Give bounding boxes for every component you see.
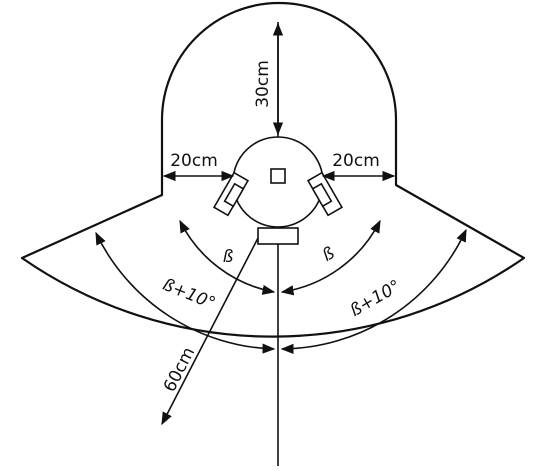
radius-label: 60cm <box>160 344 199 395</box>
left-sensor-inner <box>223 182 245 208</box>
top-distance-label: 30cm <box>253 60 273 108</box>
outer-angle-arc-left <box>95 231 276 354</box>
outer-angle-label-left: ß+10° <box>160 275 219 314</box>
right-sensor-inner <box>311 182 333 208</box>
radius-arrow <box>161 237 259 426</box>
device-center-square <box>270 168 286 184</box>
outer-angle-label-right: ß+10° <box>347 276 405 321</box>
left-distance-label: 20cm <box>170 151 218 171</box>
right-distance-label: 20cm <box>332 151 380 171</box>
bottom-sensor <box>257 227 299 245</box>
inner-angle-label-left: ß <box>223 247 234 267</box>
inner-angle-label-right: ß <box>319 243 339 266</box>
outer-angle-arc-right <box>280 228 467 354</box>
